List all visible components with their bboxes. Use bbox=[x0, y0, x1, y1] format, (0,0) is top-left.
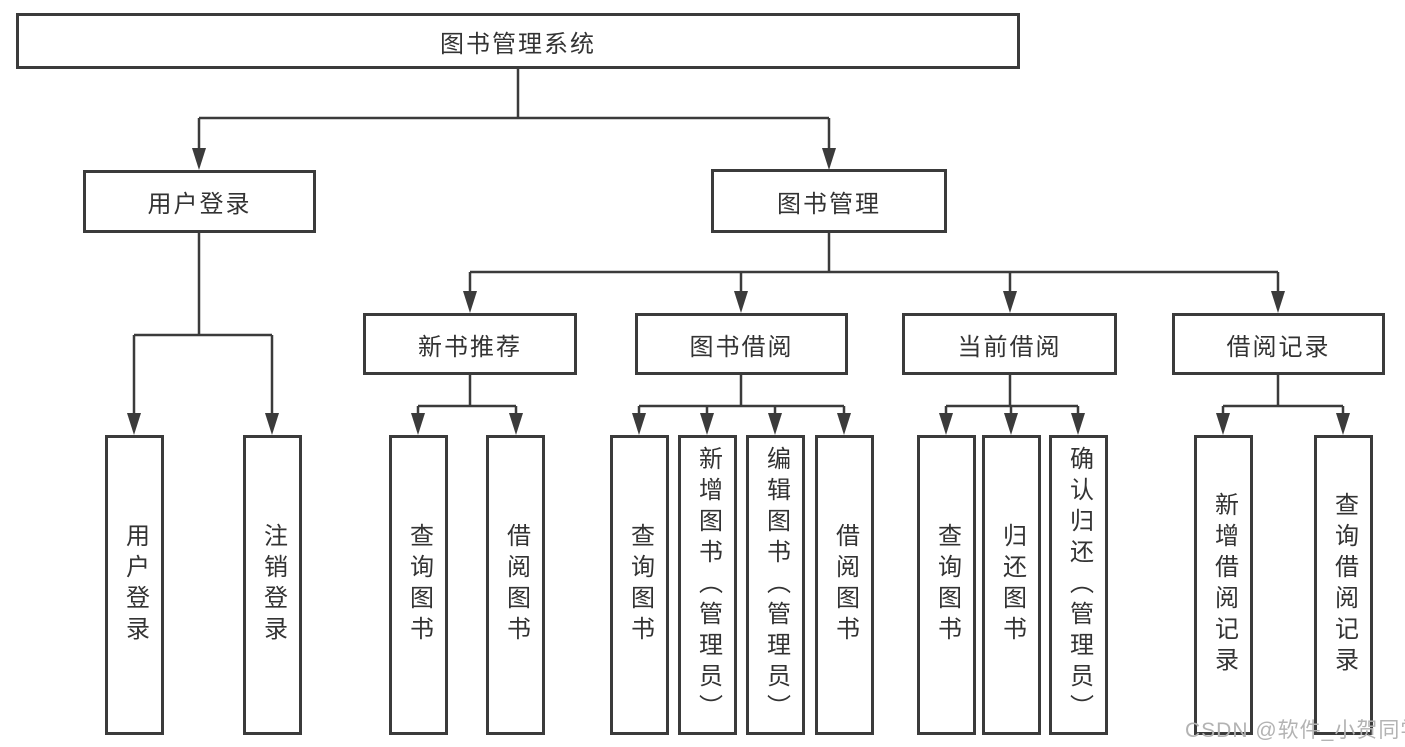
leaf-borrow-books-recommend: 借阅图书 bbox=[486, 435, 545, 735]
arrow-down-icon bbox=[463, 291, 477, 313]
node-label: 新增借阅记录 bbox=[1210, 492, 1238, 678]
leaf-return-book: 归还图书 bbox=[982, 435, 1041, 735]
node-label: 新增图书（管理员） bbox=[694, 445, 722, 725]
leaf-confirm-return-admin: 确认归还（管理员） bbox=[1049, 435, 1108, 735]
arrow-down-icon bbox=[1004, 413, 1018, 435]
arrow-down-icon bbox=[1336, 413, 1350, 435]
connector-book-management bbox=[468, 233, 1280, 295]
arrow-down-icon bbox=[509, 413, 523, 435]
arrow-down-icon bbox=[768, 413, 782, 435]
leaf-user-login: 用户登录 bbox=[105, 435, 164, 735]
node-new-book-recommend: 新书推荐 bbox=[363, 313, 577, 375]
arrow-down-icon bbox=[1216, 413, 1230, 435]
arrow-down-icon bbox=[632, 413, 646, 435]
arrow-down-icon bbox=[265, 413, 279, 435]
leaf-add-book-admin: 新增图书（管理员） bbox=[678, 435, 737, 735]
node-label: 用户登录 bbox=[121, 523, 149, 647]
leaf-query-books-current: 查询图书 bbox=[917, 435, 976, 735]
node-label: 查询图书 bbox=[933, 523, 961, 647]
connector-new-book-recommend bbox=[416, 375, 518, 417]
node-label: 用户登录 bbox=[147, 191, 252, 218]
connector-borrow-records bbox=[1221, 375, 1345, 417]
arrow-down-icon bbox=[734, 291, 748, 313]
arrow-down-icon bbox=[837, 413, 851, 435]
arrow-down-icon bbox=[1271, 291, 1285, 313]
node-label: 查询借阅记录 bbox=[1330, 492, 1358, 678]
arrow-down-icon bbox=[192, 148, 206, 170]
connector-current-borrow bbox=[944, 375, 1080, 417]
node-user-login: 用户登录 bbox=[83, 170, 316, 233]
node-label: 确认归还（管理员） bbox=[1065, 445, 1093, 725]
arrow-down-icon bbox=[1003, 291, 1017, 313]
leaf-query-books-borrow: 查询图书 bbox=[610, 435, 669, 735]
node-label: 图书借阅 bbox=[689, 333, 794, 361]
arrow-down-icon bbox=[822, 148, 836, 170]
node-label: 新书推荐 bbox=[418, 333, 522, 361]
connector-user-login bbox=[132, 233, 274, 417]
node-label: 图书管理 bbox=[777, 190, 881, 218]
arrow-down-icon bbox=[939, 413, 953, 435]
arrow-down-icon bbox=[1071, 413, 1085, 435]
node-borrow-records: 借阅记录 bbox=[1172, 313, 1385, 375]
leaf-logout: 注销登录 bbox=[243, 435, 302, 735]
node-current-borrow: 当前借阅 bbox=[902, 313, 1117, 375]
leaf-borrow-books: 借阅图书 bbox=[815, 435, 874, 735]
node-label: 查询图书 bbox=[626, 523, 654, 647]
arrow-down-icon bbox=[127, 413, 141, 435]
node-label: 借阅图书 bbox=[502, 523, 530, 647]
leaf-query-books-recommend: 查询图书 bbox=[389, 435, 448, 735]
leaf-edit-book-admin: 编辑图书（管理员） bbox=[746, 435, 805, 735]
arrow-down-icon bbox=[411, 413, 425, 435]
node-label: 当前借阅 bbox=[957, 333, 1062, 361]
node-label: 借阅图书 bbox=[831, 523, 859, 647]
node-label: 注销登录 bbox=[259, 523, 287, 647]
node-label: 借阅记录 bbox=[1226, 333, 1331, 361]
watermark-text: CSDN @软件_小贺同学 bbox=[1185, 719, 1405, 742]
arrowheads bbox=[127, 148, 1350, 435]
leaf-query-borrow-record: 查询借阅记录 bbox=[1314, 435, 1373, 735]
node-label: 编辑图书（管理员） bbox=[762, 445, 790, 725]
node-book-borrow: 图书借阅 bbox=[635, 313, 848, 375]
node-label: 归还图书 bbox=[998, 523, 1026, 647]
node-book-management: 图书管理 bbox=[711, 169, 947, 233]
node-label: 查询图书 bbox=[405, 523, 433, 647]
arrow-down-icon bbox=[700, 413, 714, 435]
node-label: 图书管理系统 bbox=[440, 30, 596, 58]
connector-book-borrow bbox=[637, 375, 846, 417]
node-library-management-system: 图书管理系统 bbox=[16, 13, 1020, 69]
leaf-add-borrow-record: 新增借阅记录 bbox=[1194, 435, 1253, 735]
connector-root bbox=[197, 69, 831, 152]
